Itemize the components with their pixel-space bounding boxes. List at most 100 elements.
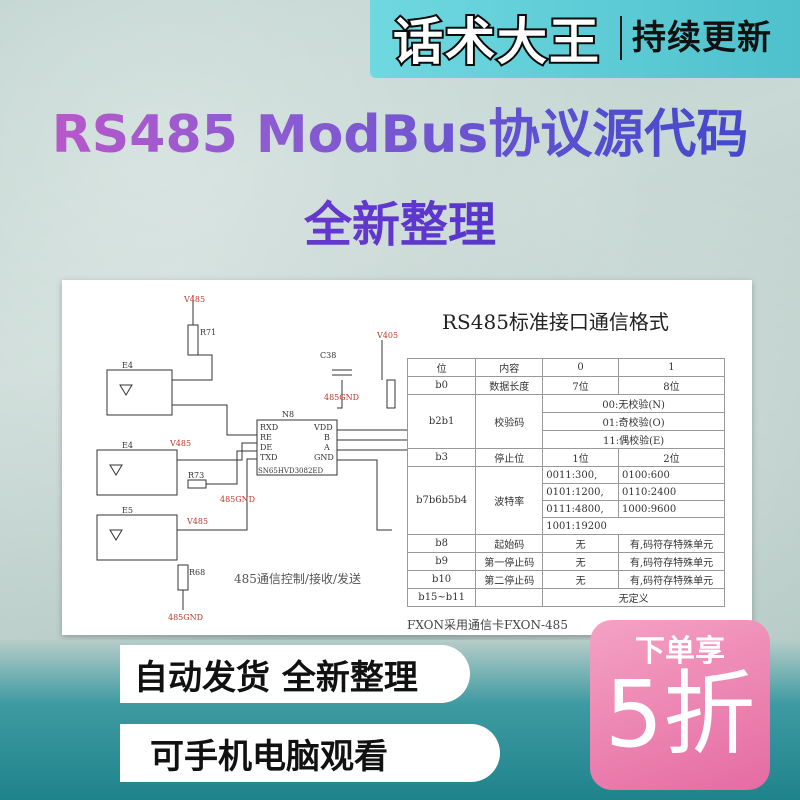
table-header: 内容 xyxy=(475,358,544,377)
table-cell: 0111:4800, xyxy=(542,500,619,518)
product-title: RS485 ModBus协议源代码 xyxy=(0,100,800,170)
label-r71: R71 xyxy=(200,328,216,337)
table-cell: b7b6b5b4 xyxy=(406,466,477,535)
pin-rxd: RXD xyxy=(260,423,278,432)
label-e4-top: E4 xyxy=(122,361,133,370)
table-cell: 0101:1200, xyxy=(542,483,619,501)
table-cell: 11:偶校验(E) xyxy=(542,430,725,449)
table-cell: 01:奇校验(O) xyxy=(542,412,725,431)
circuit-caption: 485通信控制/接收/发送 xyxy=(234,572,361,586)
table-cell: 1位 xyxy=(542,448,619,467)
label-v485-b: V485 xyxy=(169,439,191,448)
optocoupler-e4-top xyxy=(106,369,173,416)
pin-de: DE xyxy=(260,443,272,452)
table-header-row: 位 内容 0 1 xyxy=(406,358,726,377)
discount-bubble xyxy=(590,620,770,790)
led-e4 xyxy=(109,464,123,476)
brand-divider xyxy=(620,16,622,60)
document-preview: E4 E4 E5 R71 R73 R68 C38 V485 V485 V485 … xyxy=(62,280,752,635)
resistor-r73 xyxy=(187,479,207,489)
table-cell: 波特率 xyxy=(475,466,544,535)
format-heading: RS485标准接口通信格式 xyxy=(442,310,669,334)
label-v485-a: V485 xyxy=(183,295,205,304)
table-cell: b10 xyxy=(406,570,477,589)
circuit-diagram: E4 E4 E5 R71 R73 R68 C38 V485 V485 V485 … xyxy=(96,295,407,622)
table-row: b10 第二停止码 无 有,码符存特殊单元 xyxy=(406,570,726,589)
table-cell: 无 xyxy=(542,570,619,589)
pin-gnd: GND xyxy=(314,453,334,462)
resistor-r68 xyxy=(177,564,189,591)
pin-re: RE xyxy=(260,433,272,442)
table-row: b9 第一停止码 无 有,码符存特殊单元 xyxy=(406,552,726,571)
table-cell: 无 xyxy=(542,552,619,571)
led-e5 xyxy=(109,529,123,541)
label-e5: E5 xyxy=(122,506,133,515)
label-485gnd-c: 485GND xyxy=(168,613,203,622)
table-header: 1 xyxy=(617,358,726,377)
table-cell xyxy=(475,588,544,607)
label-485gnd-a: 485GND xyxy=(324,393,359,402)
discount-value: 5折 xyxy=(604,661,756,768)
brand-name: 话术大王 xyxy=(391,11,601,73)
pin-txd: TXD xyxy=(260,453,277,462)
table-cell: b15~b11 xyxy=(406,588,477,607)
brand-banner xyxy=(370,0,800,78)
table-cell: 0110:2400 xyxy=(617,483,726,501)
label-v485-c: V485 xyxy=(186,517,208,526)
pin-a: A xyxy=(323,443,330,452)
feature-device-support: 可手机电脑观看 xyxy=(120,724,500,782)
chip-model: SN65HVD3082ED xyxy=(258,467,324,475)
brand-logo: 话术大王 xyxy=(382,6,612,73)
table-row: b15~b11 无定义 xyxy=(406,588,725,607)
table-cell: b3 xyxy=(406,448,477,467)
discount-caption: 下单享 xyxy=(635,634,725,669)
table-cell: 有,码符存特殊单元 xyxy=(617,552,726,571)
table-cell: 1001:19200 xyxy=(542,517,725,535)
optocoupler-e5 xyxy=(96,514,178,561)
resistor-r71 xyxy=(187,324,199,356)
table-cell: 2位 xyxy=(617,448,726,467)
table-header: 0 xyxy=(542,358,619,377)
label-c38: C38 xyxy=(320,351,336,360)
label-r73: R73 xyxy=(188,471,204,480)
label-chip: N8 xyxy=(282,410,294,419)
table-cell: 起始码 xyxy=(475,534,544,553)
pin-vdd: VDD xyxy=(313,423,333,432)
table-cell: 有,码符存特殊单元 xyxy=(617,570,726,589)
led-e4-top xyxy=(119,384,133,396)
chip-n8 xyxy=(256,419,338,476)
table-cell: 1000:9600 xyxy=(617,500,726,518)
table-row: b2b1 校验码 00:无校验(N) xyxy=(406,394,725,449)
table-cell: 数据长度 xyxy=(475,376,544,395)
label-v405: V405 xyxy=(376,331,398,340)
label-e4: E4 xyxy=(122,441,133,450)
table-cell: b0 xyxy=(406,376,477,395)
table-row: b0 数据长度 7位 8位 xyxy=(406,376,726,395)
table-cell: 无定义 xyxy=(542,588,725,607)
feature-auto-delivery: 自动发货 全新整理 xyxy=(120,645,470,703)
optocoupler-e4 xyxy=(96,449,178,496)
product-subtitle: 全新整理 xyxy=(0,192,800,258)
resistor-right xyxy=(386,379,396,409)
table-cell: 停止位 xyxy=(475,448,544,467)
table-cell: 0011:300, xyxy=(542,466,619,484)
label-485gnd-b: 485GND xyxy=(220,495,255,504)
table-cell: b9 xyxy=(406,552,477,571)
discount-badge: 下单享 5折 xyxy=(590,620,770,790)
table-row: b8 起始码 无 有,码符存特殊单元 xyxy=(406,534,726,553)
table-cell: b2b1 xyxy=(406,394,477,449)
pin-b: B xyxy=(324,433,330,442)
table-row: b7b6b5b4 波特率 0011:300, 0100:600 xyxy=(406,466,726,535)
table-cell: 无 xyxy=(542,534,619,553)
table-cell: 00:无校验(N) xyxy=(542,394,725,413)
label-r68: R68 xyxy=(189,568,205,577)
table-cell: 第二停止码 xyxy=(475,570,544,589)
table-cell: 第一停止码 xyxy=(475,552,544,571)
table-row: 0101:1200, 0110:2400 xyxy=(408,483,726,501)
table-cell: 校验码 xyxy=(475,394,544,449)
table-cell: 7位 xyxy=(542,376,619,395)
format-table: 位 内容 0 1 b0 数据长度 7位 8位 b2b1 校验码 00:无校验(N… xyxy=(406,358,726,607)
table-cell: b8 xyxy=(406,534,477,553)
table-row: b3 停止位 1位 2位 xyxy=(406,448,726,467)
format-footnote: FXON采用通信卡FXON-485 xyxy=(407,618,568,632)
